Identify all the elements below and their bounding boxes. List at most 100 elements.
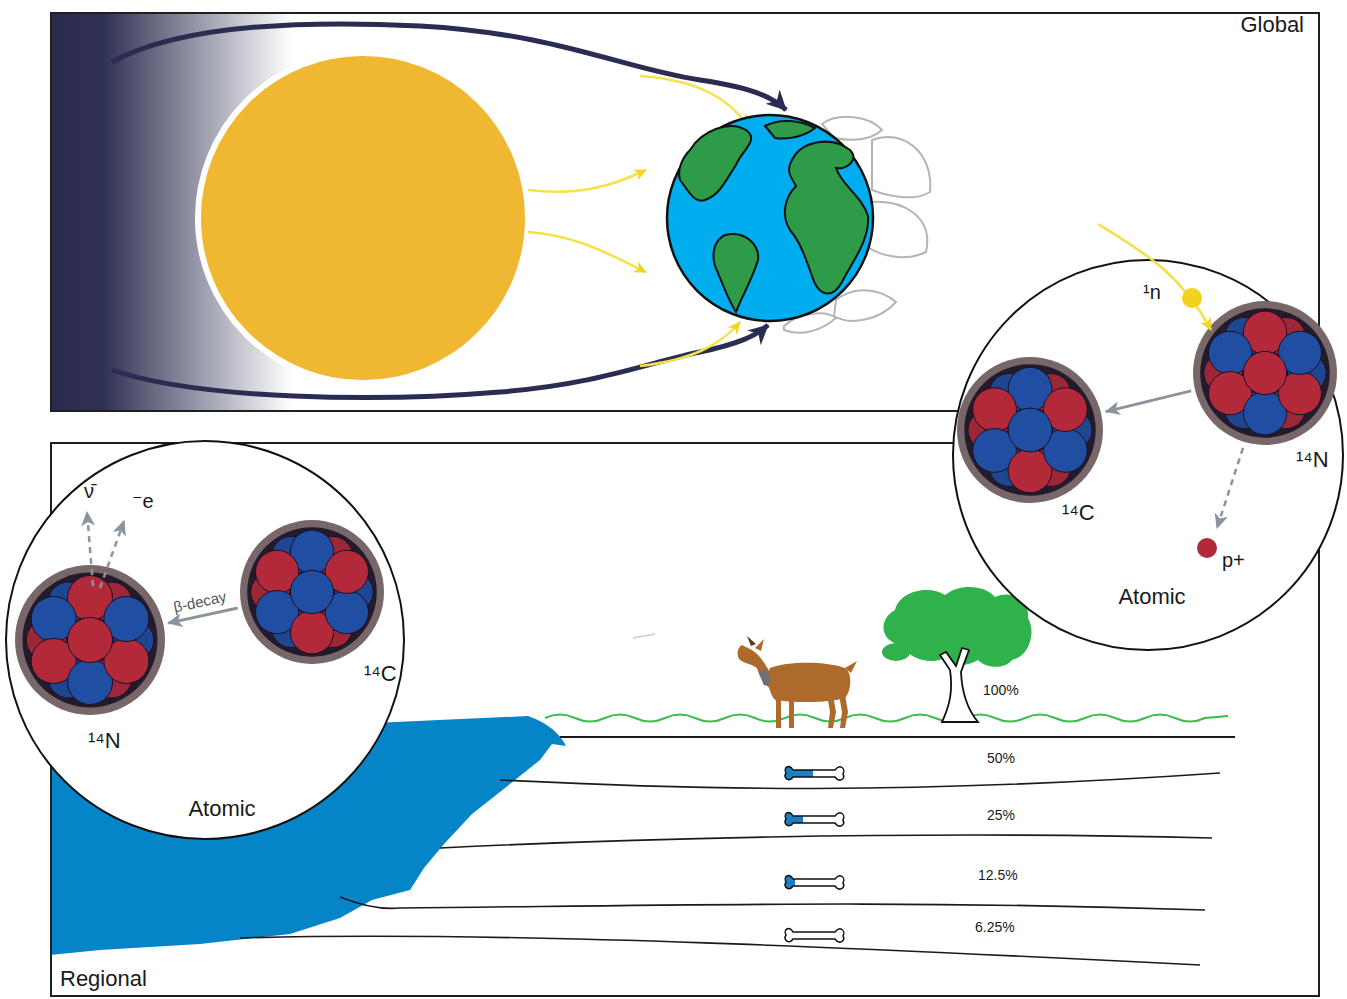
particle-arrows [1098, 224, 1243, 558]
percent-label: 12.5% [978, 867, 1018, 883]
nucleon [1008, 408, 1052, 452]
bone-fossils [785, 767, 844, 780]
magnetosphere [866, 202, 927, 257]
isotope-label: ¹⁴N [1296, 447, 1329, 472]
isotope-label: ¹⁴C [1062, 500, 1095, 525]
bone-fossils [785, 929, 844, 942]
nucleon [68, 618, 113, 663]
bone-fossils [785, 813, 844, 826]
earth [679, 126, 751, 201]
earth [765, 121, 815, 139]
earth [713, 234, 758, 312]
isotope-label: ¹⁴N [88, 728, 121, 753]
particle-label: ν̄ [84, 480, 94, 503]
nucleus-ring [957, 357, 1103, 503]
bone-fossils [785, 876, 844, 889]
atomic-title: Atomic [188, 796, 255, 821]
particle-dot [1197, 538, 1217, 558]
nitrogen-nucleus: ¹⁴N [1193, 301, 1337, 445]
bone-fossils [785, 767, 813, 780]
goat [845, 661, 857, 673]
particle-arrow [1217, 448, 1243, 528]
nucleus-core [23, 573, 158, 708]
sun [198, 53, 528, 383]
particle-arrow [87, 512, 93, 586]
bone-fossils [785, 767, 844, 780]
bone-fossils [785, 876, 844, 889]
percent-label: 50% [987, 750, 1015, 766]
bone-fossils [785, 813, 803, 826]
sediment-layers [440, 835, 1212, 848]
atomic-circle: Atomic ¹⁴N ¹⁴C [952, 259, 1344, 651]
grass-line [545, 715, 1228, 722]
particle-dot [1182, 288, 1202, 308]
goat [738, 645, 776, 690]
particle-label: ¹n [1143, 281, 1161, 304]
bone-fossils [785, 929, 844, 942]
magnetosphere [834, 290, 896, 321]
nucleus-drawing [957, 357, 1103, 503]
nucleus-ring [1193, 301, 1337, 445]
nucleus-core [1200, 308, 1330, 438]
bone-fossils [785, 876, 844, 889]
nucleon [290, 570, 333, 613]
nucleus-ring [15, 565, 165, 715]
tree [882, 643, 910, 661]
sediment-layers [560, 736, 1235, 738]
goat [776, 695, 781, 728]
goat [738, 636, 857, 728]
particle-label: ⁻e [132, 490, 154, 513]
percent-label: 6.25% [975, 919, 1015, 935]
solar-wind-arrows [528, 170, 646, 192]
bone-fossils [785, 929, 844, 942]
tree [882, 587, 1031, 722]
goat [759, 669, 772, 686]
panel-title: Regional [60, 966, 147, 991]
sediment-layers [240, 936, 1200, 965]
solar-wind-arrows [528, 232, 646, 272]
sediment-layers [500, 773, 1220, 789]
earth [667, 115, 873, 321]
solar-wind-arrows [640, 76, 748, 126]
bone-fossils [785, 813, 844, 826]
bone-fossils [785, 813, 844, 826]
nucleus-drawing [240, 520, 384, 664]
percent-label: 100% [983, 682, 1019, 698]
atomic-circle: Atomic ¹⁴C ¹⁴N [5, 440, 405, 840]
nucleus-ring [240, 520, 384, 664]
nucleus-drawing [1193, 301, 1337, 445]
particle-arrow [100, 521, 124, 588]
nucleon [1243, 351, 1286, 394]
goat [747, 636, 756, 646]
goat [789, 695, 794, 728]
particle-arrows [87, 512, 124, 588]
earth [679, 121, 868, 312]
sediment-layers [240, 737, 1235, 965]
sediment-layers [340, 897, 1205, 910]
atomic-title: Atomic [1118, 584, 1185, 609]
grass-line [633, 634, 655, 638]
nucleus-drawing [15, 565, 165, 715]
goat [839, 695, 848, 728]
goat [755, 639, 764, 651]
earth [667, 115, 873, 321]
carbon-nucleus: ¹⁴C [957, 357, 1103, 503]
solar-wind-arrows [640, 322, 740, 366]
magnetosphere [872, 137, 930, 197]
isotope-label: ¹⁴C [364, 661, 397, 686]
bone-fossils [785, 876, 795, 889]
bone-fossils [785, 767, 844, 780]
tree [940, 648, 978, 722]
nucleus-core [247, 527, 377, 657]
panel-title: Global [1240, 12, 1304, 37]
carbon-nucleus: ¹⁴C [240, 520, 384, 664]
earth [785, 142, 868, 294]
sun [198, 53, 528, 383]
particle-label: p+ [1222, 549, 1245, 572]
goat [827, 695, 836, 728]
percent-label: 25% [987, 807, 1015, 823]
particle-arrow [1098, 224, 1211, 330]
nucleus-core [964, 364, 1095, 495]
bone-fossils [785, 767, 844, 942]
nitrogen-nucleus: ¹⁴N [15, 565, 165, 715]
